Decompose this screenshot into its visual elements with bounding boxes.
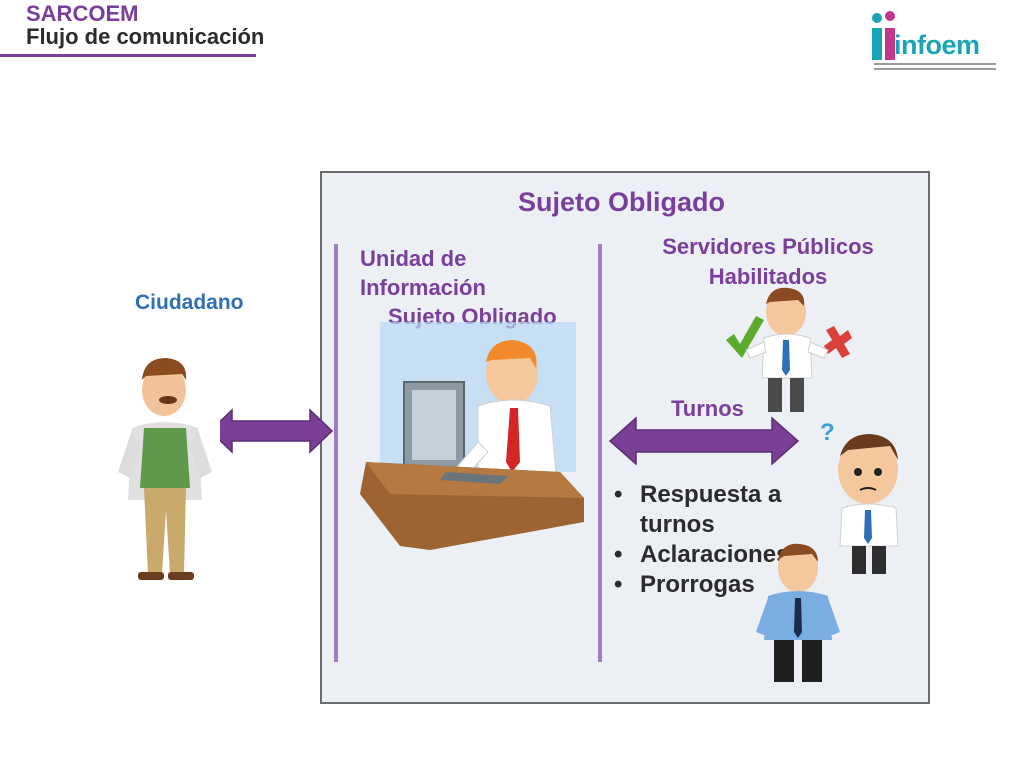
logo-wordmark: infoem [894,30,980,60]
unidad-label-line: Unidad de [360,246,467,271]
logo-tagline-graphic [874,63,996,70]
servidores-label-line: Servidores Públicos [662,234,874,259]
unidad-computer-desk-icon [360,322,584,550]
panel-left-divider [334,244,338,662]
servidor-publico-person-icon [726,287,852,412]
ciudadano-label: Ciudadano [135,291,244,314]
list-item: Respuesta a turnos [612,480,812,540]
turnos-double-arrow-icon [608,416,800,466]
list-item: Aclaraciones [612,540,812,570]
unidad-label-line: Información [360,275,486,300]
svg-text:?: ? [820,419,835,446]
turnos-label: Turnos [671,396,744,421]
panel-title: Sujeto Obligado [518,187,725,217]
header-rule [0,54,256,57]
panel-middle-divider [598,244,602,662]
servidores-label-line: Habilitados [708,264,828,289]
infoem-logo-icon [872,11,895,60]
ciudadano-person-icon [110,350,220,582]
unidad-label: Unidad de Información Sujeto Obligado [360,244,557,331]
responses-list: Respuesta a turnos Aclaraciones Prorroga… [612,480,812,600]
servidor-confundido-person-icon: ? [820,419,899,574]
header-title: SARCOEM [26,1,139,26]
list-item: Prorrogas [612,570,812,600]
header-subtitle: Flujo de comunicación [26,24,265,49]
servidores-label: Servidores Públicos Habilitados [640,232,896,292]
ciudadano-double-arrow-icon [208,408,334,454]
servidor-camisa-azul-person-icon [756,543,840,682]
